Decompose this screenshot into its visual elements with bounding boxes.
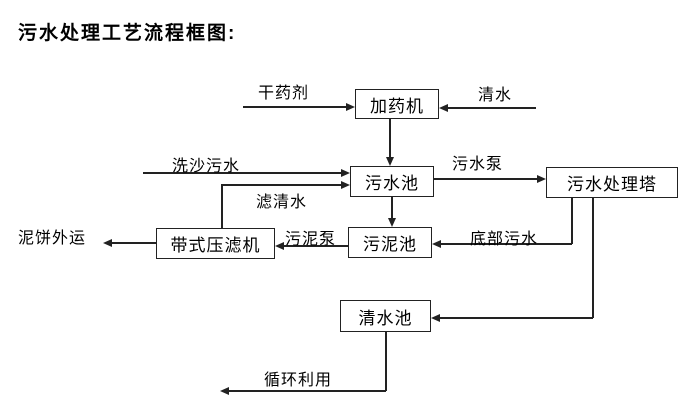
node-sludge-pool: 污泥池	[348, 227, 432, 258]
edge-dosing-to-sewage-arrowhead	[386, 157, 394, 166]
edge-sludge-pump-line	[284, 245, 348, 247]
edge-sewage-to-sludge-line	[391, 197, 393, 218]
label-mud-cake-transport: 泥饼外运	[18, 230, 87, 247]
edge-sewage-pump-arrowhead	[537, 175, 546, 183]
edge-sewage-to-sludge-arrowhead	[388, 218, 396, 227]
label-sludge-pump: 污泥泵	[285, 231, 337, 248]
node-treatment-tower: 污水处理塔	[546, 167, 678, 198]
edge-filtered-water-vline	[221, 185, 223, 228]
edge-filtered-water-arrowhead	[341, 181, 350, 189]
edge-bottom-sewage-arrowhead	[432, 240, 441, 248]
edge-mud-cake-arrowhead	[103, 239, 112, 247]
edge-sand-washing-arrowhead	[341, 169, 350, 177]
edge-sewage-pump-line	[434, 178, 537, 180]
edge-tower-to-clear-arrowhead	[431, 314, 440, 322]
label-sewage-pump: 污水泵	[452, 156, 504, 173]
edge-recycling-hline	[229, 390, 386, 392]
node-clear-water-pool: 清水池	[340, 300, 431, 332]
diagram-title: 污水处理工艺流程框图:	[18, 23, 237, 44]
label-dry-chemical: 干药剂	[258, 85, 310, 102]
edge-mud-cake-line	[112, 242, 156, 244]
edge-dry-chemical-arrowhead	[346, 103, 355, 111]
edge-tower-to-clear-hline	[440, 317, 593, 319]
edge-bottom-sewage-vline	[571, 198, 573, 244]
label-filtered-water: 滤清水	[256, 194, 308, 211]
label-bottom-sewage: 底部污水	[470, 231, 539, 248]
edge-dry-chemical-line	[243, 106, 346, 108]
edge-recycling-arrowhead	[220, 387, 229, 395]
edge-recycling-vline	[385, 332, 387, 391]
edge-tower-to-clear-vline	[592, 198, 594, 318]
edge-filtered-water-hline	[221, 184, 341, 186]
edge-clear-water-arrowhead	[439, 104, 448, 112]
label-clear-water: 清水	[478, 87, 513, 104]
edge-dosing-to-sewage-line	[389, 119, 391, 158]
node-dosing-machine: 加药机	[355, 89, 439, 119]
node-sewage-pool: 污水池	[350, 166, 434, 197]
label-recycling: 循环利用	[264, 372, 333, 389]
node-belt-filter-press: 带式压滤机	[156, 228, 275, 259]
label-sand-washing-sewage: 洗沙污水	[172, 158, 241, 175]
edge-clear-water-line	[448, 107, 536, 109]
edge-sand-washing-line	[143, 172, 341, 174]
edge-bottom-sewage-hline	[441, 243, 572, 245]
edge-sludge-pump-arrowhead	[275, 242, 284, 250]
